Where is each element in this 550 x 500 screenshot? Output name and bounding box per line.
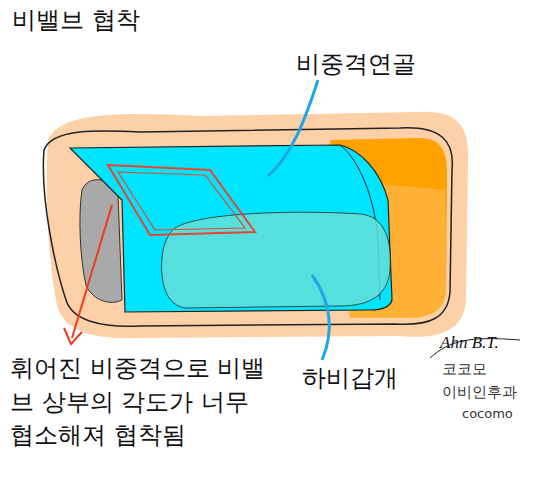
part-label: 비중격연골: [296, 46, 416, 82]
signature: Ahn B.T.: [440, 330, 499, 356]
part-label: 하비갑개: [302, 360, 398, 396]
clinic-name: 이비인후과: [442, 381, 517, 404]
note-text: 휘어진 비중격으로 비밸브 상부의 각도가 너무 협소해져 협착됨: [10, 352, 275, 453]
clinic-name: cocomo: [462, 404, 513, 424]
clinic-name: 코코모: [442, 358, 487, 381]
diagram-title: 비밸브 협착: [12, 2, 140, 38]
